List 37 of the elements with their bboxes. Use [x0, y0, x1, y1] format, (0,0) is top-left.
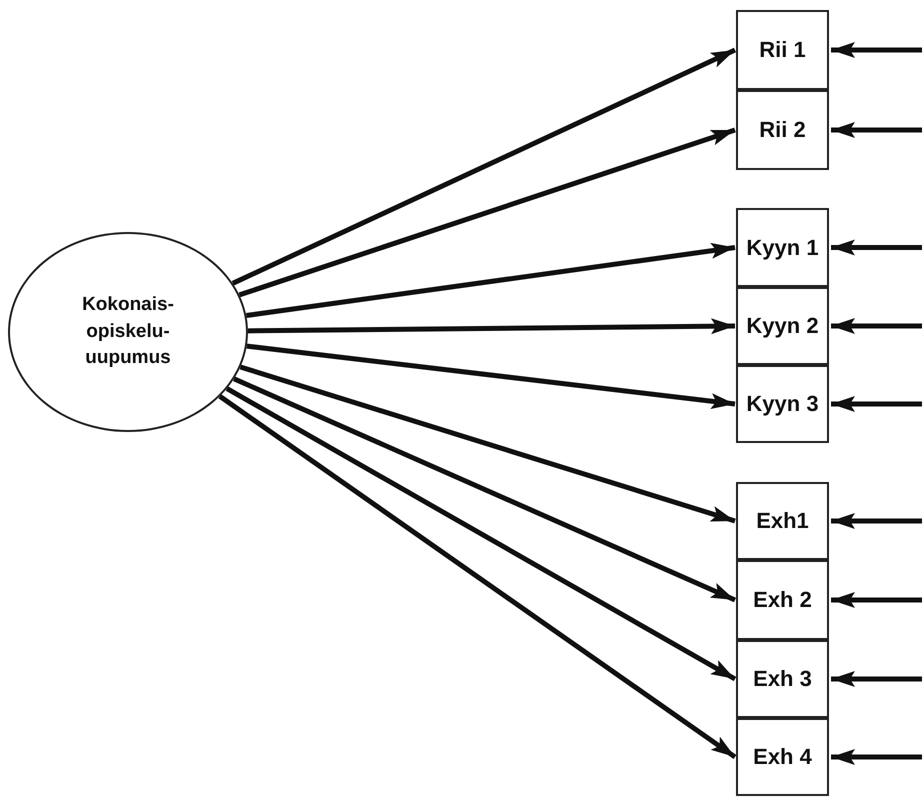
node-label: Exh 4	[753, 744, 812, 770]
arrow	[246, 344, 736, 410]
arrow	[831, 122, 922, 138]
indicator-box	[736, 365, 829, 443]
node-label: Exh 2	[753, 587, 812, 613]
arrow	[831, 240, 922, 256]
node-label: Kyyn 1	[746, 234, 819, 260]
arrow	[248, 318, 736, 334]
arrow	[232, 48, 736, 286]
indicator-box	[736, 640, 829, 718]
arrow	[831, 513, 922, 529]
node-label: Kyyn 2	[746, 313, 819, 339]
indicator-box	[736, 287, 829, 365]
arrow	[246, 242, 736, 318]
indicator-box	[736, 10, 829, 90]
node-label: Exh1	[756, 508, 809, 534]
indicator-box	[736, 560, 829, 640]
node-label: Exh 3	[753, 666, 812, 692]
arrow	[218, 394, 736, 760]
arrow	[233, 376, 736, 602]
indicator-box	[736, 482, 829, 560]
indicator-box	[736, 208, 829, 287]
arrow	[831, 592, 922, 608]
arrow	[831, 42, 922, 58]
arrow	[226, 386, 736, 682]
node-label: Kyyn 3	[746, 391, 819, 417]
arrow	[240, 364, 736, 524]
arrow	[831, 318, 922, 334]
arrow	[831, 749, 922, 765]
node-label: Rii 1	[759, 37, 806, 63]
node-label: Kokonais- opiskelu- uupumus	[81, 293, 175, 370]
arrow	[238, 128, 736, 298]
arrow	[831, 396, 922, 412]
node-label: Rii 2	[759, 117, 806, 143]
arrow	[831, 671, 922, 687]
indicator-box	[736, 718, 829, 796]
indicator-box	[736, 90, 829, 170]
